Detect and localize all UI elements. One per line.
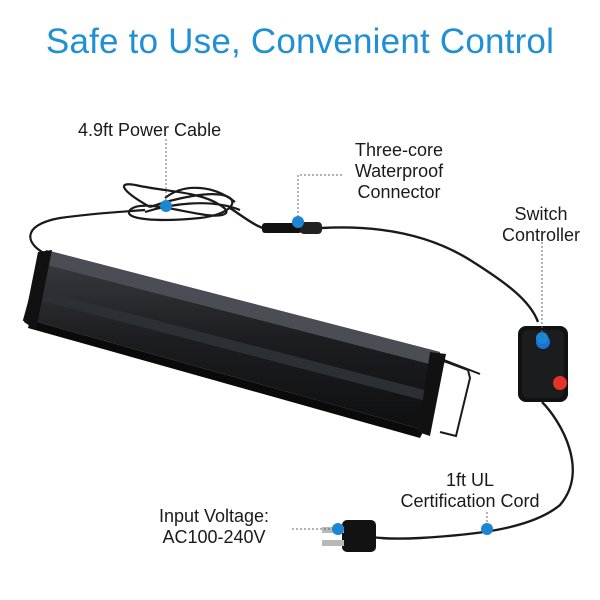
label-connector-line1: Three-core [354,140,444,160]
waterproof-connector [262,222,322,234]
label-voltage-line2: AC100-240V [162,527,266,547]
callout-markers [160,200,548,535]
label-voltage-line1: Input Voltage: [158,506,270,526]
power-plug [322,520,376,552]
label-voltage: Input Voltage: AC100-240V [136,506,292,548]
cable-to-connector [229,207,267,231]
label-connector-line2: Waterproof [354,161,444,181]
page-title: Safe to Use, Convenient Control [45,22,555,61]
marker-power-cable [160,200,172,212]
bar-cable [29,208,146,257]
power-cable-coil [122,183,241,222]
label-connector: Three-core Waterproof Connector [326,140,472,203]
marker-cert-cord [481,523,493,535]
switch-red-button [553,376,567,390]
label-cert-line1: 1ft UL [445,470,495,490]
marker-plug [332,523,344,535]
label-connector-line3: Connector [357,182,441,202]
label-switch-line1: Switch [514,204,568,224]
cable-to-switch [321,226,540,323]
marker-switch [536,332,548,344]
label-cert-line2: Certification Cord [400,491,540,511]
label-power-cable: 4.9ft Power Cable [78,120,221,141]
cable-to-plug [371,401,574,540]
label-switch: Switch Controller [486,204,596,246]
switch-controller [518,326,568,402]
led-light-bar [24,250,446,438]
marker-connector [292,216,304,228]
label-power-cable-text: 4.9ft Power Cable [78,120,222,140]
leader-lines [165,139,543,530]
label-switch-line2: Controller [501,225,581,245]
label-cert-cord: 1ft UL Certification Cord [385,470,555,512]
